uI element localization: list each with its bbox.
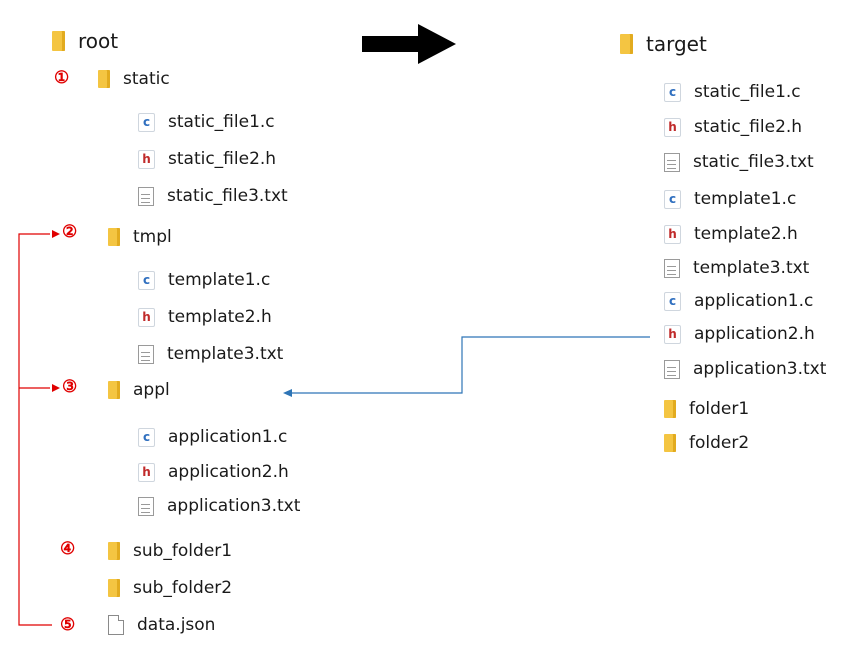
c-file-icon: c [138, 112, 155, 132]
sub-folder1[interactable]: sub_folder1 [108, 539, 232, 563]
tmpl-folder-label: tmpl [133, 227, 172, 247]
target-file-appl-txt[interactable]: application3.txt [664, 357, 826, 381]
folder-icon [108, 579, 120, 597]
red-arrowhead-tmpl [52, 230, 60, 238]
transform-arrow [362, 24, 456, 64]
target-file-tmpl-txt[interactable]: template3.txt [664, 256, 809, 280]
red-bracket-connector [18, 233, 52, 626]
file-label: template2.h [168, 307, 272, 327]
c-file-icon: c [664, 82, 681, 102]
target-folder2[interactable]: folder2 [664, 431, 749, 455]
file-static-h[interactable]: h static_file2.h [138, 147, 276, 171]
file-label: application3.txt [167, 496, 301, 516]
marker-5: ⑤ [60, 615, 76, 635]
sub-folder1-label: sub_folder1 [133, 541, 233, 561]
h-file-icon: h [664, 117, 681, 137]
c-file-icon: c [664, 189, 681, 209]
file-static-txt[interactable]: static_file3.txt [138, 184, 288, 208]
file-tmpl-c[interactable]: c template1.c [138, 268, 270, 292]
file-label: application1.c [694, 291, 814, 311]
root-folder-label: root [78, 29, 119, 53]
file-label: static_file1.c [694, 82, 801, 102]
folder-icon [620, 34, 633, 54]
marker-1: ① [54, 68, 70, 88]
file-appl-c[interactable]: c application1.c [138, 425, 287, 449]
marker-4: ④ [60, 539, 76, 559]
root-folder[interactable]: root [52, 29, 118, 53]
text-file-icon [664, 152, 680, 172]
c-file-icon: c [664, 291, 681, 311]
file-label: static_file3.txt [167, 186, 288, 206]
h-file-icon: h [664, 224, 681, 244]
marker-2: ② [62, 222, 78, 242]
target-folder[interactable]: target [620, 32, 707, 56]
tmpl-folder[interactable]: tmpl [108, 225, 172, 249]
file-tmpl-txt[interactable]: template3.txt [138, 342, 283, 366]
sub-folder2[interactable]: sub_folder2 [108, 576, 232, 600]
file-label: static_file2.h [168, 149, 277, 169]
file-static-c[interactable]: c static_file1.c [138, 110, 275, 134]
file-label: static_file1.c [168, 112, 275, 132]
file-label: template2.h [694, 224, 798, 244]
blue-arrowhead [283, 389, 292, 397]
h-file-icon: h [664, 324, 681, 344]
file-label: application1.c [168, 427, 288, 447]
folder-icon [52, 31, 65, 51]
target-file-tmpl-h[interactable]: h template2.h [664, 222, 798, 246]
text-file-icon [138, 344, 154, 364]
text-file-icon [664, 258, 680, 278]
appl-folder-label: appl [133, 380, 170, 400]
blank-file-icon [108, 615, 124, 635]
folder-label: folder1 [689, 399, 750, 419]
file-tmpl-h[interactable]: h template2.h [138, 305, 272, 329]
file-label: static_file2.h [694, 117, 803, 137]
marker-3: ③ [62, 377, 78, 397]
folder-label: folder2 [689, 433, 750, 453]
file-label: application3.txt [693, 359, 827, 379]
target-folder-label: target [646, 32, 707, 56]
data-json-label: data.json [137, 615, 216, 635]
target-file-static-txt[interactable]: static_file3.txt [664, 150, 814, 174]
text-file-icon [664, 359, 680, 379]
data-json-file[interactable]: data.json [108, 613, 215, 637]
file-appl-h[interactable]: h application2.h [138, 460, 289, 484]
blue-connector [290, 336, 650, 394]
text-file-icon [138, 186, 154, 206]
h-file-icon: h [138, 462, 155, 482]
text-file-icon [138, 496, 154, 516]
sub-folder2-label: sub_folder2 [133, 578, 233, 598]
appl-folder[interactable]: appl [108, 378, 170, 402]
target-folder1[interactable]: folder1 [664, 397, 749, 421]
file-label: template1.c [168, 270, 271, 290]
file-label: static_file3.txt [693, 152, 814, 172]
folder-icon [664, 400, 676, 418]
folder-icon [98, 70, 110, 88]
folder-icon [108, 228, 120, 246]
h-file-icon: h [138, 307, 155, 327]
file-label: template3.txt [167, 344, 284, 364]
file-label: template1.c [694, 189, 797, 209]
target-file-tmpl-c[interactable]: c template1.c [664, 187, 796, 211]
file-label: application2.h [694, 324, 815, 344]
h-file-icon: h [138, 149, 155, 169]
folder-icon [108, 542, 120, 560]
target-file-static-h[interactable]: h static_file2.h [664, 115, 802, 139]
file-appl-txt[interactable]: application3.txt [138, 494, 300, 518]
file-label: application2.h [168, 462, 289, 482]
folder-icon [108, 381, 120, 399]
c-file-icon: c [138, 427, 155, 447]
c-file-icon: c [138, 270, 155, 290]
file-label: template3.txt [693, 258, 810, 278]
target-file-appl-c[interactable]: c application1.c [664, 289, 813, 313]
target-file-static-c[interactable]: c static_file1.c [664, 80, 801, 104]
static-folder-label: static [123, 69, 170, 89]
target-file-appl-h[interactable]: h application2.h [664, 322, 815, 346]
static-folder[interactable]: static [98, 67, 170, 91]
red-arrowhead-appl [52, 384, 60, 392]
folder-icon [664, 434, 676, 452]
